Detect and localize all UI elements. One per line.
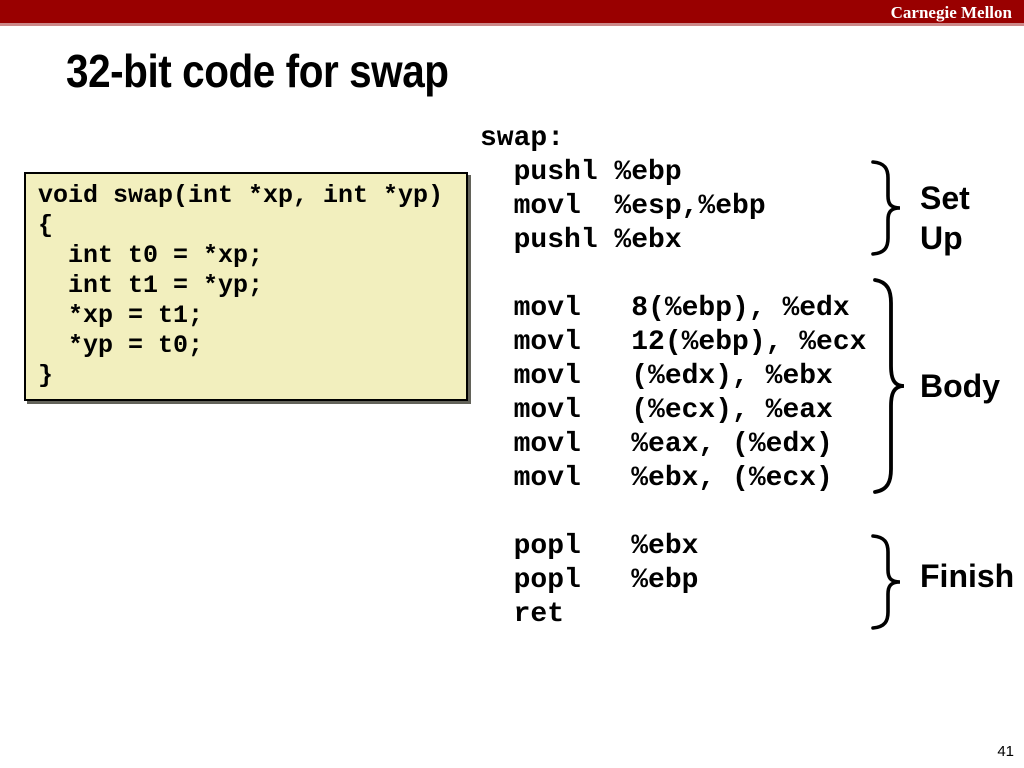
body-brace-icon [872,277,906,495]
finish-brace-icon [870,533,902,631]
page-number: 41 [997,743,1014,760]
brand-logo-text: Carnegie Mellon [890,3,1012,22]
finish-label: Finish [920,558,1015,594]
header-banner: Carnegie Mellon [0,0,1024,26]
page-title: 32-bit code for swap [66,45,449,97]
assembly-listing: swap: pushl %ebp movl %esp,%ebp pushl %e… [480,123,867,630]
c-code-listing: void swap(int *xp, int *yp) { int t0 = *… [38,181,444,390]
setup-label: Set Up [920,180,970,256]
c-code-box: void swap(int *xp, int *yp) { int t0 = *… [24,172,468,401]
body-label: Body [920,368,1000,404]
setup-brace-icon [870,159,902,257]
